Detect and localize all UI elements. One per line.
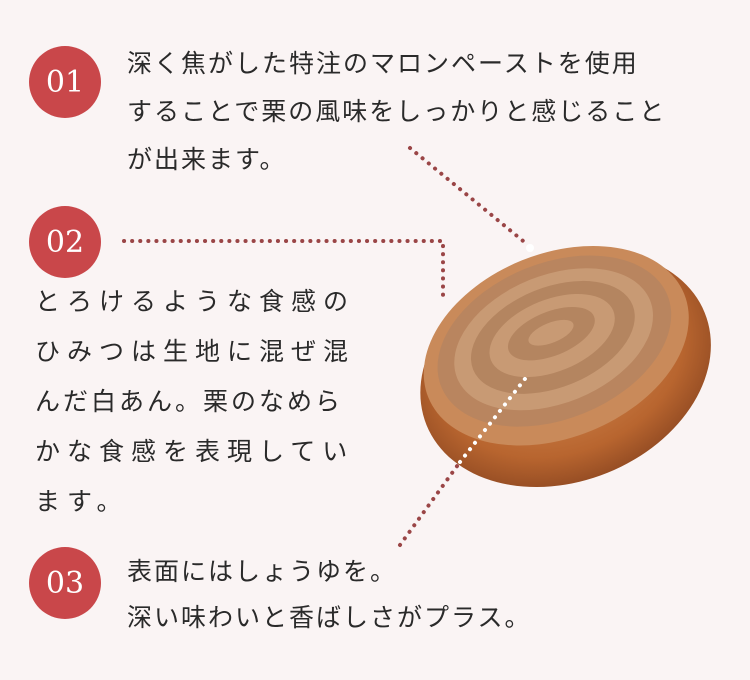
text-line: が出来ます。: [127, 145, 287, 174]
text-line: かな食感を表現してい: [35, 437, 355, 466]
text-line: んだ白あん。栗のなめら: [35, 387, 344, 416]
dotted-leader-lines: [122, 146, 530, 547]
point-2-badge: 02: [29, 206, 101, 278]
point-1-text: 深く焦がした特注のマロンペーストを使用 することで栗の風味をしっかりと感じること…: [127, 40, 666, 184]
point-3-badge: 03: [29, 547, 101, 619]
pastry-image: [420, 245, 711, 487]
text-line: 深い味わいと香ばしさがプラス。: [127, 603, 532, 632]
text-line: ます。: [35, 487, 129, 516]
text-line: 表面にはしょうゆを。: [127, 557, 398, 586]
text-line: することで栗の風味をしっかりと感じること: [127, 97, 667, 126]
text-line: ひみつは生地に混ぜ混: [35, 337, 356, 366]
point-2-text: とろけるような食感の ひみつは生地に混ぜ混 んだ白あん。栗のなめら かな食感を表…: [35, 277, 355, 527]
point-1-badge: 01: [29, 46, 101, 118]
text-line: とろけるような食感の: [35, 287, 356, 316]
text-line: 深く焦がした特注のマロンペーストを使用: [127, 49, 639, 78]
point-3-text: 表面にはしょうゆを。 深い味わいと香ばしさがプラス。: [127, 549, 532, 641]
